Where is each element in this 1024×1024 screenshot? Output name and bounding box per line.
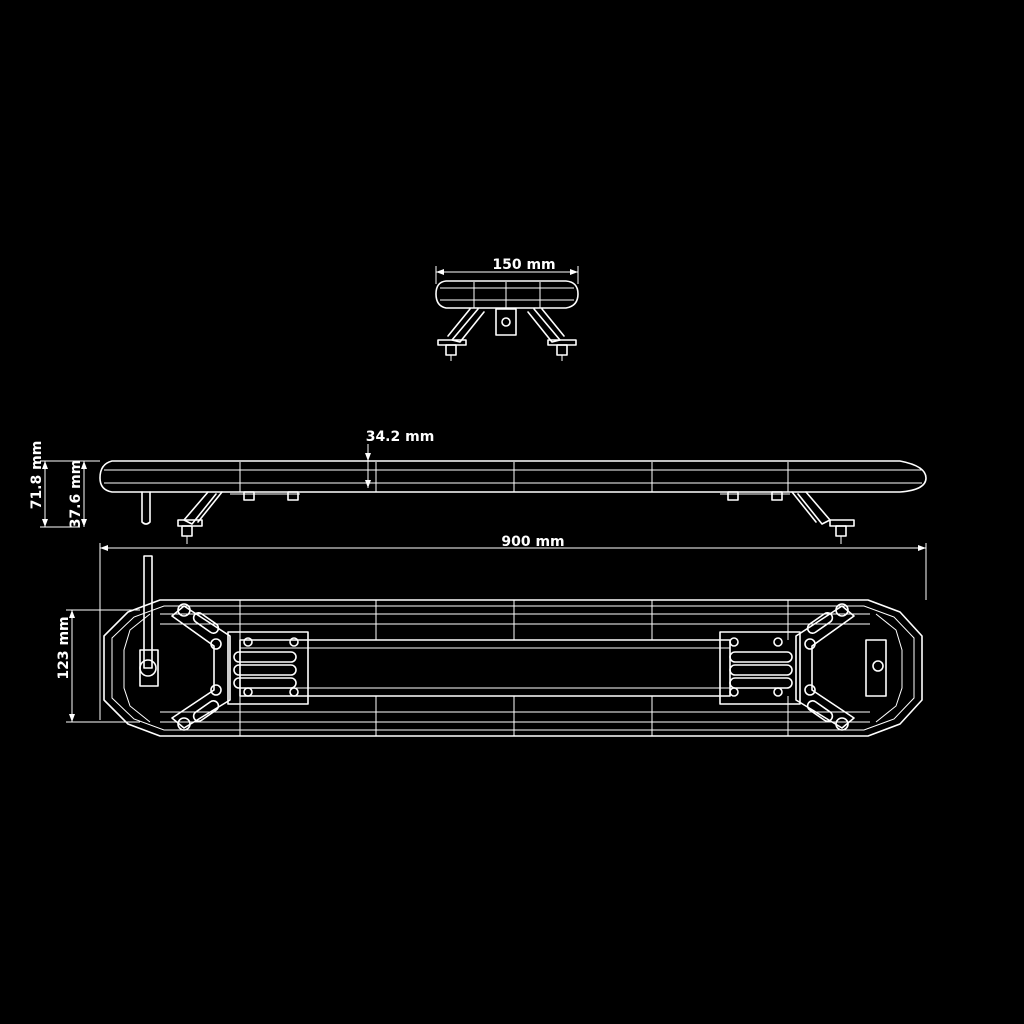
dimension-body-height: 37.6 mm [68,460,87,529]
dimension-lens-height: 34.2 mm [365,429,434,488]
label-length: 900 mm [501,534,564,550]
end-view [435,280,579,361]
dimension-length: 900 mm [99,534,927,720]
side-view [99,460,927,544]
left-mounting-plate [171,603,309,731]
dimension-total-height: 71.8 mm [29,441,100,528]
label-body-height: 37.6 mm [68,460,84,529]
label-lens-height: 34.2 mm [366,429,435,445]
right-mounting-plate [719,603,855,731]
label-total-height: 71.8 mm [29,441,45,510]
label-depth: 123 mm [56,616,72,679]
label-end-width: 150 mm [492,257,555,273]
dimension-depth: 123 mm [56,609,140,723]
bottom-view [103,555,923,737]
dimension-end-width: 150 mm [435,257,579,284]
